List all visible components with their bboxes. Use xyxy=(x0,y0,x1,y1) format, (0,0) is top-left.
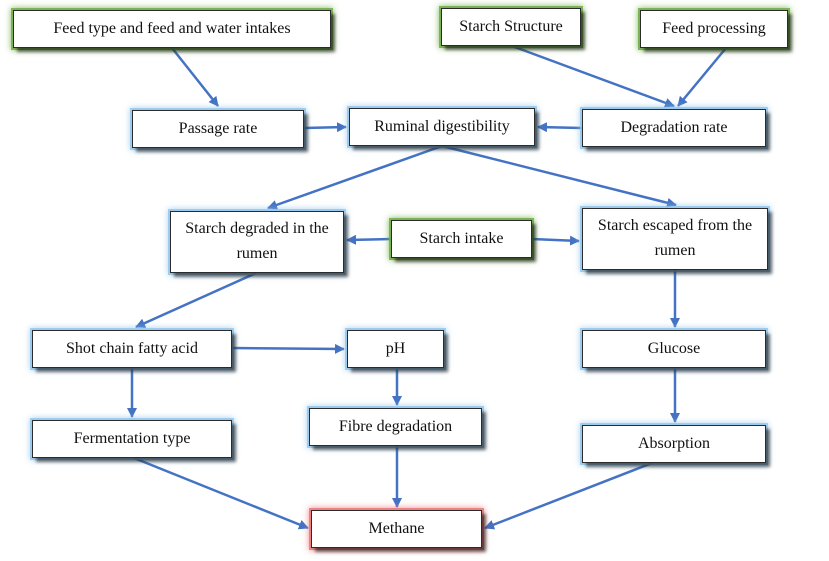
feed-processing-box: Feed processing xyxy=(640,10,788,48)
starch-degraded-box: Starch degraded in the rumen xyxy=(170,211,344,273)
arrow-short-chain-to-ph xyxy=(231,343,345,354)
ruminal-digestibility-box: Ruminal digestibility xyxy=(349,108,535,146)
arrow-ruminal-digestibility-to-starch-degraded xyxy=(267,144,443,210)
arrow-starch-intake-to-starch-degraded xyxy=(346,234,392,245)
passage-rate-box: Passage rate xyxy=(132,110,304,148)
starch-structure-box: Starch Structure xyxy=(441,8,581,46)
glucose-box: Glucose xyxy=(582,330,766,368)
short-chain-fatty-acid-box: Shot chain fatty acid xyxy=(32,330,232,368)
ph-box: pH xyxy=(347,330,444,368)
arrow-starch-structure-to-degradation-rate xyxy=(511,44,675,108)
arrow-passage-rate-to-ruminal-digestibility xyxy=(303,122,347,133)
absorption-box: Absorption xyxy=(582,425,766,463)
feed-type-box: Feed type and feed and water intakes xyxy=(13,10,331,48)
starch-escaped-box: Starch escaped from the rumen xyxy=(582,208,768,270)
arrow-ruminal-digestibility-to-starch-escaped xyxy=(441,144,677,208)
methane-box: Methane xyxy=(311,510,482,548)
arrow-fermentation-type-to-methane xyxy=(133,456,309,530)
degradation-rate-box: Degradation rate xyxy=(582,109,766,147)
fibre-degradation-box: Fibre degradation xyxy=(309,408,482,446)
arrow-feed-type-to-passage-rate xyxy=(171,47,219,107)
arrow-feed-processing-to-degradation-rate xyxy=(677,47,727,107)
arrow-starch-intake-to-starch-escaped xyxy=(531,235,580,246)
arrow-degradation-rate-to-ruminal-digestibility xyxy=(537,122,583,133)
starch-intake-box: Starch intake xyxy=(391,220,532,258)
arrow-starch-degraded-to-short-chain xyxy=(135,271,257,329)
fermentation-type-box: Fermentation type xyxy=(32,420,232,458)
arrow-absorption-to-methane xyxy=(484,461,653,530)
